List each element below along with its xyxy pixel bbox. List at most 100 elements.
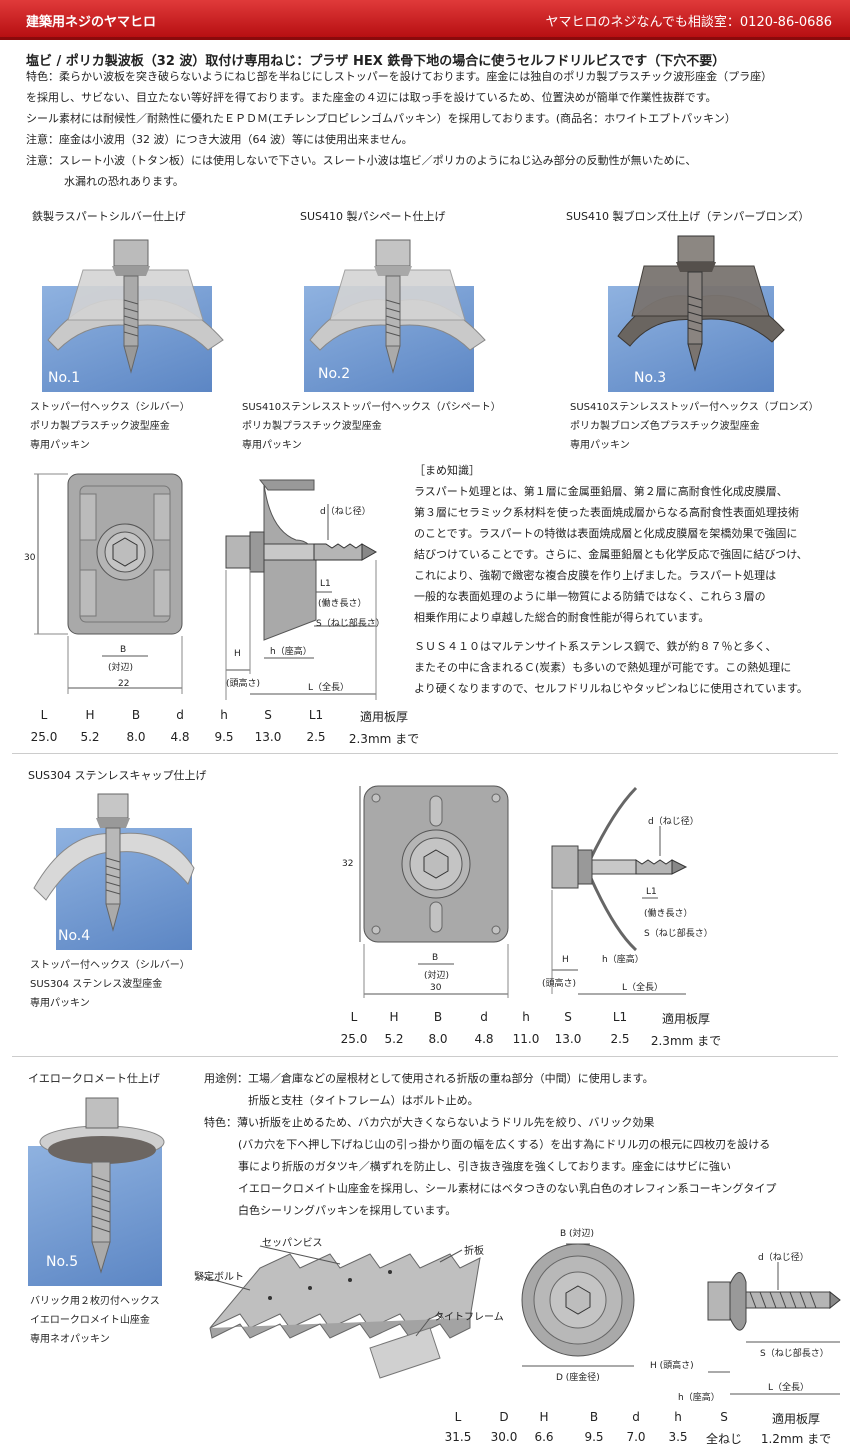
- dim-l5: L（全長）: [768, 1381, 809, 1393]
- spec-value: 7.0: [626, 1430, 646, 1444]
- intro-line: 注意：スレート小波（トタン板）には使用しないで下さい。スレート小波は塩ビ／ポリカ…: [26, 154, 697, 167]
- screw-washer-illustration: [617, 235, 785, 372]
- spec-header: h: [220, 708, 228, 722]
- spec-value: 1.2mm まで: [760, 1432, 832, 1446]
- dim-hh2: h（座高）: [602, 953, 644, 965]
- product-1-number: No.1: [48, 370, 81, 386]
- dim-s5: S（ねじ部長さ）: [760, 1347, 829, 1359]
- dim-l1: L1: [320, 579, 331, 589]
- dim-h-note-2: (頭高さ): [542, 977, 576, 989]
- product-desc-line: 専用パッキン: [242, 440, 302, 451]
- divider: [12, 753, 838, 754]
- product-2-photo: No.2: [290, 230, 500, 392]
- dim-l1-note-2: (働き長さ）: [644, 907, 693, 919]
- usage-line: 特色：薄い折版を止めるため、バカ穴が大きくならないようドリル先を絞り、バリック効…: [204, 1116, 655, 1129]
- intro-line: 水漏れの恐れあります。: [64, 175, 184, 188]
- header-banner: 建築用ネジのヤマヒロ ヤマヒロのネジなんでも相談室：0120-86-0686: [0, 0, 850, 40]
- contact-phone[interactable]: ヤマヒロのネジなんでも相談室：0120-86-0686: [545, 15, 832, 30]
- dim-b-note: (対辺): [108, 661, 133, 673]
- dim-30: 30: [24, 553, 36, 563]
- product-desc-line: 専用パッキン: [30, 998, 90, 1009]
- product-5-photo: No.5: [28, 1090, 198, 1286]
- intro-line: を採用し、サビない、目立たない等好評を得ております。また座金の４辺には取っ手を設…: [26, 91, 717, 104]
- knowledge-line: これにより、強靭で緻密な複合皮膜を作り上げました。ラスパート処理は: [414, 569, 777, 582]
- spec-header: L: [40, 708, 48, 722]
- spec-header: L: [350, 1010, 358, 1024]
- sus410-note: ＳＵＳ４１０はマルテンサイト系ステンレス鋼で、鉄が約８７％と多く、 またその中に…: [414, 636, 808, 699]
- product-4-title: SUS304 ステンレスキャップ仕上げ: [28, 769, 207, 782]
- product-1-photo: No.1: [28, 230, 238, 392]
- divider: [12, 1056, 838, 1057]
- roof-label-bolt: 緊定ボルト: [194, 1272, 244, 1283]
- spec-value: 30.0: [490, 1430, 518, 1444]
- technical-drawing-3: B (対辺) D (座金径) d（ねじ径） S（ねじ部長さ） H (頭高さ) h…: [521, 1227, 841, 1403]
- knowledge-line: のことです。ラスパートの特徴は表面焼成層と化成皮膜層を架橋効果で強固に: [414, 527, 798, 540]
- knowledge-heading: ［まめ知識］: [414, 464, 480, 477]
- technical-drawing-2: 32 30 B (対辺) d（ねじ径） L1 (働き長さ） S（ねじ部長さ） H…: [342, 785, 713, 998]
- dim-b5: B (対辺): [560, 1227, 594, 1239]
- dim-hh5: h（座高）: [678, 1391, 720, 1403]
- sus-line: またその中に含まれるＣ(炭素）も多いので熱処理が可能です。この熱処理に: [414, 661, 792, 674]
- spec-header: d: [632, 1410, 640, 1424]
- spec-value: 4.8: [474, 1032, 494, 1046]
- dim-b2: B: [432, 953, 438, 963]
- spec-header: H: [389, 1010, 399, 1024]
- sus-line: より硬くなりますので、セルフドリルねじやタッピンねじに使用されています。: [414, 682, 808, 695]
- usage-line: 用途例：工場／倉庫などの屋根材として使用される折版の重ね部分（中間）に使用します…: [204, 1072, 654, 1085]
- product-4-number: No.4: [58, 928, 91, 944]
- product-5-desc: バリック用２枚刃付ヘックス イエロークロメイト山座金 専用ネオパッキン: [30, 1292, 160, 1349]
- product-3-number: No.3: [634, 370, 667, 386]
- spec-header: L1: [612, 1010, 628, 1024]
- spec-value: 11.0: [512, 1032, 540, 1046]
- spec-header: H: [539, 1410, 549, 1424]
- intro-line: 特色：柔らかい波板を突き破らないようにねじ部を半ねじにしストッパーを設けておりま…: [26, 70, 773, 83]
- roof-diagram: [199, 1245, 481, 1379]
- knowledge-line: 第３層にセラミック系材料を使った表面焼成層からなる高耐食性表面処理技術: [414, 506, 799, 519]
- spec-value: 全ねじ: [705, 1432, 742, 1446]
- technical-drawing-1: 30 22 B (対辺) d（ねじ径） L1 (働き長さ） S（ねじ部長さ） H…: [24, 473, 385, 700]
- spec-value: 6.6: [534, 1430, 554, 1444]
- spec-value: 5.2: [80, 730, 100, 744]
- spec-value: 2.3mm まで: [348, 732, 420, 746]
- dim-l1-2: L1: [646, 887, 657, 897]
- dim-d2: d（ねじ径）: [648, 815, 699, 827]
- page-title: 塩ビ / ポリカ製波板（32 波）取付け専用ねじ：プラザ HEX 鉄骨下地の場合…: [26, 54, 726, 69]
- spec-header: S: [264, 708, 272, 722]
- product-desc-line: 専用ネオパッキン: [30, 1334, 110, 1345]
- product-desc-line: バリック用２枚刃付ヘックス: [30, 1296, 160, 1307]
- intro-line: 注意：座金は小波用（32 波）につき大波用（64 波）等には使用出来ません。: [26, 133, 413, 146]
- product-desc-line: 専用パッキン: [570, 440, 630, 451]
- spec-value: 25.0: [340, 1032, 368, 1046]
- dim-d5n: d（ねじ径）: [758, 1251, 809, 1263]
- spec-header: d: [480, 1010, 488, 1024]
- knowledge-line: 一般的な表面処理のように単一物質による防錆ではなく、これら３層の: [414, 590, 766, 603]
- dim-d: d（ねじ径）: [320, 505, 371, 517]
- knowledge-line: 相乗作用により卓越した総合的耐食性能が得られています。: [414, 611, 710, 624]
- spec-header: B: [131, 708, 141, 722]
- usage-line: (バカ穴を下へ押し下げねじ山の引っ掛かり面の幅を広くする）を出す為にドリル刃の根…: [238, 1138, 771, 1151]
- spec-table-1: L H B d h S L1 適用板厚 25.0 5.2 8.0 4.8 9.5…: [16, 708, 436, 748]
- dim-l2: L（全長）: [622, 981, 663, 993]
- dim-b2-note: (対辺): [424, 969, 449, 981]
- spec-value: 25.0: [30, 730, 58, 744]
- spec-value: 13.0: [254, 730, 282, 744]
- product-3-title: SUS410 製ブロンズ仕上げ（テンパーブロンズ）: [566, 210, 810, 223]
- product-desc-line: SUS410ステンレスストッパー付ヘックス（パシペート）: [242, 402, 501, 413]
- usage-line: 事により折版のガタツキ／横ずれを防止し、引き抜き強度を強くしております。座金には…: [238, 1160, 732, 1173]
- spec-value: 5.2: [384, 1032, 404, 1046]
- product-desc-line: SUS304 ステンレス波型座金: [30, 979, 163, 990]
- spec-header: L1: [308, 708, 324, 722]
- spec-header: 適用板厚: [771, 1412, 820, 1426]
- spec-value: 4.8: [170, 730, 190, 744]
- screw-washer-illustration: [33, 793, 195, 932]
- product-2-title: SUS410 製パシペート仕上げ: [300, 210, 446, 223]
- sus-line: ＳＵＳ４１０はマルテンサイト系ステンレス鋼で、鉄が約８７％と多く、: [414, 640, 777, 653]
- product-desc-line: 専用パッキン: [30, 440, 90, 451]
- brand-title[interactable]: 建築用ネジのヤマヒロ: [26, 15, 157, 30]
- product-2-number: No.2: [318, 366, 351, 382]
- spec-value: 8.0: [428, 1032, 448, 1046]
- spec-header: h: [674, 1410, 682, 1424]
- spec-value: 31.5: [444, 1430, 472, 1444]
- spec-header: B: [433, 1010, 443, 1024]
- screw-washer-illustration: [47, 239, 224, 374]
